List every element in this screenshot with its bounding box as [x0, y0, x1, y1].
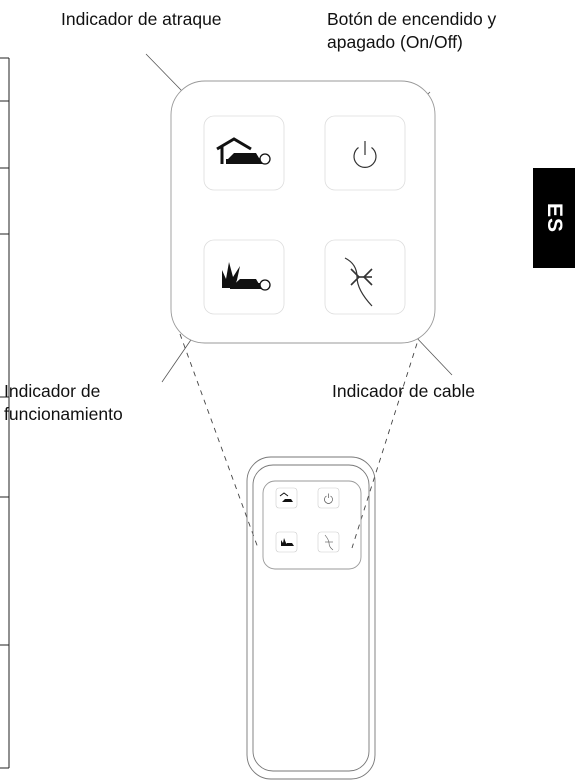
language-tab: ES	[533, 168, 575, 268]
device-mini-panel	[275, 487, 340, 553]
power-icon	[353, 141, 377, 168]
zoom-lines	[179, 333, 421, 549]
wire-indicator-label: Indicador de cable	[332, 380, 475, 403]
power-button-text-line1: Botón de encendido y	[327, 9, 497, 29]
wire-indicator-text: Indicador de cable	[332, 381, 476, 401]
language-tab-text: ES	[543, 202, 566, 234]
power-button-text-line2: apagado (On/Off)	[327, 32, 463, 52]
table-frame	[0, 57, 10, 769]
mower-on-grass-icon	[222, 262, 271, 291]
power-button-label: Botón de encendido y apagado (On/Off)	[327, 8, 496, 54]
dock-indicator-label: Indicador de atraque	[61, 8, 222, 31]
run-indicator-text-line2: funcionamiento	[4, 404, 123, 424]
enlarged-control-panel	[170, 80, 436, 344]
boundary-wire-icon	[344, 257, 373, 307]
dock-indicator-text: Indicador de atraque	[61, 9, 222, 29]
run-indicator-text-line1: Indicador de	[4, 381, 101, 401]
run-indicator-label: Indicador de funcionamiento	[4, 380, 123, 426]
device-outline	[246, 456, 376, 780]
mower-in-dock-icon	[216, 137, 271, 165]
